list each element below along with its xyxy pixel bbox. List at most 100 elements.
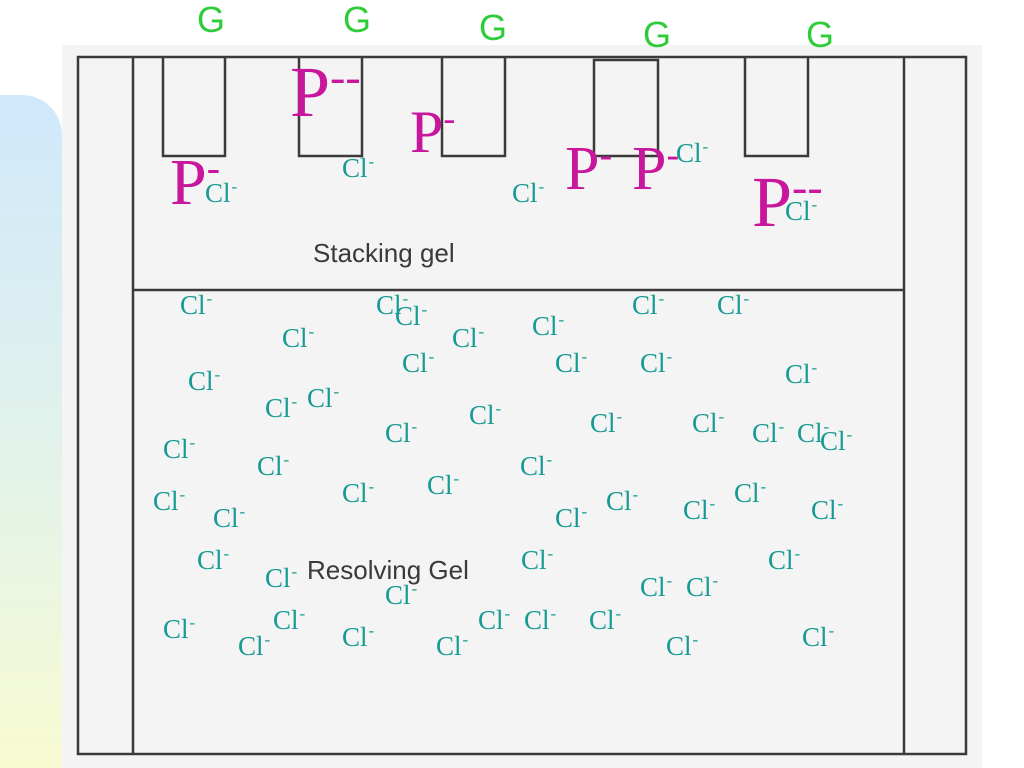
- chloride-symbol: Cl: [752, 418, 778, 448]
- chloride-ion: Cl-: [521, 544, 554, 574]
- chloride-charge: -: [709, 494, 716, 513]
- chloride-symbol: Cl: [238, 631, 264, 661]
- chloride-charge: -: [828, 621, 835, 640]
- protein-charge: -: [666, 134, 680, 176]
- chloride-symbol: Cl: [590, 408, 616, 438]
- chloride-charge: -: [718, 407, 725, 426]
- protein-ion: P-: [410, 99, 455, 165]
- chloride-ion: Cl-: [683, 494, 716, 525]
- chloride-symbol: Cl: [452, 323, 478, 353]
- chloride-charge: -: [702, 137, 709, 156]
- chloride-ion: Cl-: [811, 495, 843, 525]
- chloride-symbol: Cl: [282, 323, 308, 353]
- well-2: [297, 57, 364, 158]
- gate-label-2: G: [343, 0, 372, 40]
- chloride-charge: -: [823, 417, 830, 436]
- chloride-charge: -: [666, 347, 673, 366]
- chloride-charge: -: [550, 604, 557, 623]
- chloride-symbol: Cl: [640, 572, 666, 602]
- chloride-symbol: Cl: [427, 470, 453, 500]
- chloride-symbol: Cl: [265, 393, 291, 423]
- chloride-ion: Cl-: [785, 359, 817, 389]
- chloride-symbol: Cl: [676, 138, 702, 168]
- chloride-charge: -: [495, 399, 502, 418]
- chloride-charge: -: [189, 613, 196, 632]
- chloride-charge: -: [179, 485, 186, 504]
- chloride-symbol: Cl: [512, 178, 538, 208]
- chloride-ion: Cl-: [632, 289, 665, 319]
- chloride-charge: -: [411, 579, 418, 598]
- chloride-ion: Cl-: [555, 348, 587, 377]
- chloride-charge: -: [368, 152, 375, 171]
- chloride-charge: -: [264, 630, 271, 649]
- chloride-ion: Cl-: [524, 604, 557, 635]
- chloride-symbol: Cl: [205, 178, 231, 208]
- chloride-ion: Cl-: [802, 621, 835, 652]
- chloride-symbol: Cl: [153, 486, 179, 516]
- chloride-charge: -: [658, 289, 665, 308]
- chloride-charge: -: [546, 450, 553, 469]
- chloride-ion: Cl-: [666, 630, 699, 660]
- chloride-symbol: Cl: [768, 545, 794, 575]
- chloride-symbol: Cl: [802, 622, 828, 652]
- chloride-symbol: Cl: [265, 563, 291, 593]
- chloride-ion: Cl-: [213, 503, 245, 533]
- chloride-ion: Cl-: [512, 178, 544, 208]
- resolving-gel-label: Resolving Gel: [307, 555, 469, 585]
- chloride-symbol: Cl: [402, 348, 428, 378]
- chloride-ion: Cl-: [589, 605, 621, 635]
- chloride-charge: -: [368, 477, 375, 496]
- chloride-charge: -: [368, 621, 375, 640]
- chloride-charge: -: [558, 310, 565, 329]
- chloride-ion: Cl-: [478, 605, 510, 634]
- chloride-symbol: Cl: [524, 605, 550, 635]
- chloride-symbol: Cl: [820, 426, 846, 456]
- chloride-charge: -: [214, 365, 221, 384]
- chloride-ion: Cl-: [785, 196, 817, 225]
- chloride-ion: Cl-: [717, 289, 750, 319]
- slide-gradient-bar: [0, 95, 62, 768]
- chloride-symbol: Cl: [213, 503, 239, 533]
- chloride-ion: Cl-: [188, 365, 221, 395]
- chloride-ion: Cl-: [238, 630, 271, 661]
- chloride-symbol: Cl: [606, 486, 632, 516]
- chloride-charge: -: [547, 544, 554, 563]
- chloride-ion: Cl-: [197, 545, 229, 574]
- chloride-symbol: Cl: [683, 495, 709, 525]
- chloride-ion: Cl-: [273, 605, 305, 635]
- chloride-symbol: Cl: [307, 383, 333, 413]
- chloride-symbol: Cl: [342, 153, 368, 183]
- chloride-ion: Cl-: [205, 177, 238, 208]
- chloride-ion: Cl-: [555, 503, 587, 532]
- chloride-charge: -: [743, 289, 750, 308]
- chloride-ion: Cl-: [469, 399, 502, 429]
- protein-ion: P--: [752, 164, 823, 239]
- chloride-ion: Cl-: [180, 290, 212, 320]
- chloride-symbol: Cl: [640, 348, 666, 378]
- protein-symbol: P: [632, 135, 667, 203]
- chloride-ion: Cl-: [342, 621, 375, 651]
- chloride-ion: Cl-: [265, 562, 298, 593]
- chloride-symbol: Cl: [589, 605, 615, 635]
- chloride-ion: Cl-: [385, 418, 417, 447]
- chloride-ion: Cl-: [163, 434, 195, 463]
- chloride-charge: -: [692, 630, 699, 649]
- chloride-charge: -: [291, 562, 298, 581]
- chloride-symbol: Cl: [180, 290, 206, 320]
- chloride-symbol: Cl: [811, 495, 837, 525]
- protein-symbol: P: [410, 99, 444, 165]
- chloride-symbol: Cl: [257, 451, 283, 481]
- chloride-ion: Cl-: [734, 478, 766, 507]
- well-1: [161, 57, 227, 158]
- chloride-ion: Cl-: [768, 545, 800, 575]
- gel-diagram-background: [62, 45, 982, 768]
- chloride-charge: -: [846, 425, 853, 444]
- chloride-symbol: Cl: [785, 359, 811, 389]
- protein-charge: -: [206, 145, 221, 190]
- chloride-symbol: Cl: [273, 605, 299, 635]
- gel-outer-frame: [76, 55, 968, 756]
- stacking-gel-label: Stacking gel: [313, 238, 455, 268]
- gate-label-3: G: [479, 7, 508, 48]
- chloride-ion: Cl-: [342, 477, 375, 507]
- chloride-charge: -: [231, 177, 238, 196]
